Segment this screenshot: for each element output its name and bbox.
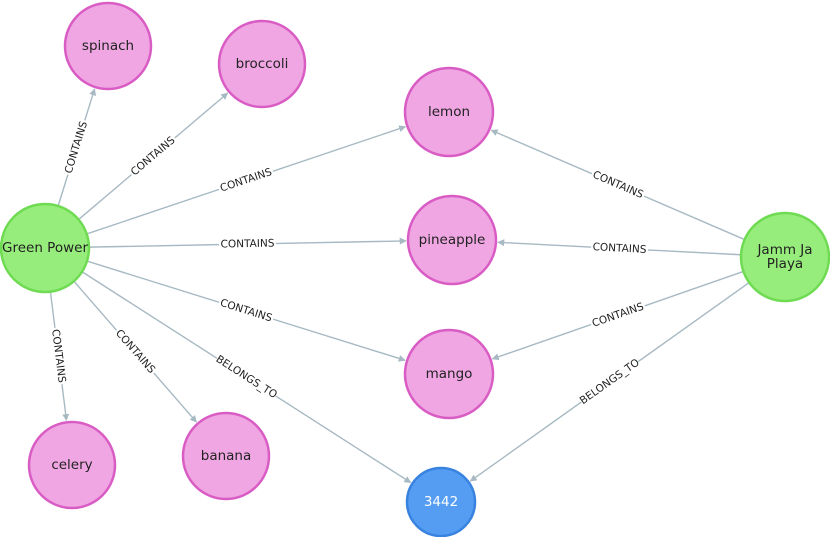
edge-label: BELONGS_TO — [214, 353, 280, 401]
edge-label-group: CONTAINS — [216, 164, 276, 197]
node-circle[interactable] — [403, 66, 495, 158]
node-circle[interactable] — [27, 420, 117, 510]
edge-label-background — [589, 167, 647, 203]
node-circle[interactable] — [406, 194, 498, 286]
node-circle[interactable] — [403, 328, 495, 420]
node-label: banana — [201, 448, 252, 464]
edge-label: CONTAINS — [592, 241, 647, 256]
node-broccoli[interactable]: broccoli — [217, 19, 307, 109]
edges-layer: CONTAINS CONTAINS CONTAINS CONTAINS CONTAINS… — [47, 88, 750, 484]
node-label: mango — [426, 366, 473, 382]
node-pineapple[interactable]: pineapple — [406, 194, 498, 286]
edge-label-background — [111, 325, 160, 378]
edge-label-group: CONTAINS — [61, 118, 92, 177]
node-circle[interactable] — [181, 411, 271, 501]
edge-jamm-to-lemon[interactable]: CONTAINS — [490, 129, 745, 241]
node-lemon[interactable]: lemon — [403, 66, 495, 158]
edge-green_power-to-broccoli[interactable]: CONTAINS — [78, 92, 229, 221]
edge-green_power-to-pineapple[interactable]: CONTAINS — [88, 236, 407, 252]
node-label: 3442 — [424, 494, 458, 510]
edge-label-background — [47, 326, 69, 386]
node-label: Green Power — [2, 240, 88, 256]
edge-label-group: CONTAINS — [590, 240, 649, 257]
node-label: broccoli — [236, 56, 289, 72]
node-n3442[interactable]: 3442 — [405, 466, 477, 537]
edge-label-background — [588, 299, 648, 332]
edge-label: CONTAINS — [591, 169, 646, 201]
edge-label: CONTAINS — [63, 120, 91, 175]
edge-jamm-to-pineapple[interactable]: CONTAINS — [497, 239, 742, 257]
edge-label-background — [126, 132, 180, 181]
edge-label: CONTAINS — [129, 134, 178, 178]
edge-label-group: CONTAINS — [589, 167, 647, 203]
edge-label-background — [216, 295, 276, 326]
edge-label-group: CONTAINS — [588, 299, 648, 332]
edge-label-group: BELONGS_TO — [577, 355, 643, 408]
node-banana[interactable]: banana — [181, 411, 271, 501]
node-mango[interactable]: mango — [403, 328, 495, 420]
edge-label-background — [213, 352, 280, 402]
edge-label-group: CONTAINS — [218, 236, 277, 252]
edge-label-background — [216, 164, 276, 197]
edge-label: CONTAINS — [220, 237, 274, 250]
node-spinach[interactable]: spinach — [63, 1, 153, 91]
edge-jamm-to-mango[interactable]: CONTAINS — [491, 270, 744, 361]
edge-label: CONTAINS — [113, 327, 158, 376]
node-label: celery — [51, 457, 92, 473]
edge-label-group: CONTAINS — [126, 132, 180, 181]
edge-label-group: CONTAINS — [111, 325, 160, 378]
node-celery[interactable]: celery — [27, 420, 117, 510]
node-circle[interactable] — [0, 202, 91, 294]
edge-label-background — [218, 236, 277, 252]
edge-label-group: BELONGS_TO — [213, 352, 280, 402]
edge-label-group: CONTAINS — [216, 295, 276, 326]
node-label: spinach — [82, 38, 134, 54]
edge-label-group: CONTAINS — [47, 326, 69, 386]
edge-green_power-to-celery[interactable]: CONTAINS — [47, 291, 70, 422]
node-circle[interactable] — [739, 211, 830, 303]
node-green_power[interactable]: Green Power — [0, 202, 91, 294]
edge-green_power-to-spinach[interactable]: CONTAINS — [57, 88, 97, 207]
node-label-line: Jamm Ja — [756, 242, 812, 258]
node-label-line: Playa — [767, 256, 803, 272]
edge-label-background — [577, 355, 643, 408]
node-label: lemon — [428, 104, 470, 120]
edge-label-background — [61, 118, 92, 177]
edge-label: CONTAINS — [219, 297, 274, 325]
node-circle[interactable] — [217, 19, 307, 109]
node-circle[interactable] — [405, 466, 477, 537]
edge-green_power-to-lemon[interactable]: CONTAINS — [86, 125, 407, 235]
edge-green_power-to-banana[interactable]: CONTAINS — [73, 280, 197, 423]
node-label: pineapple — [419, 232, 486, 248]
edge-label: BELONGS_TO — [578, 357, 642, 407]
edge-label-background — [590, 240, 649, 257]
node-circle[interactable] — [63, 1, 153, 91]
